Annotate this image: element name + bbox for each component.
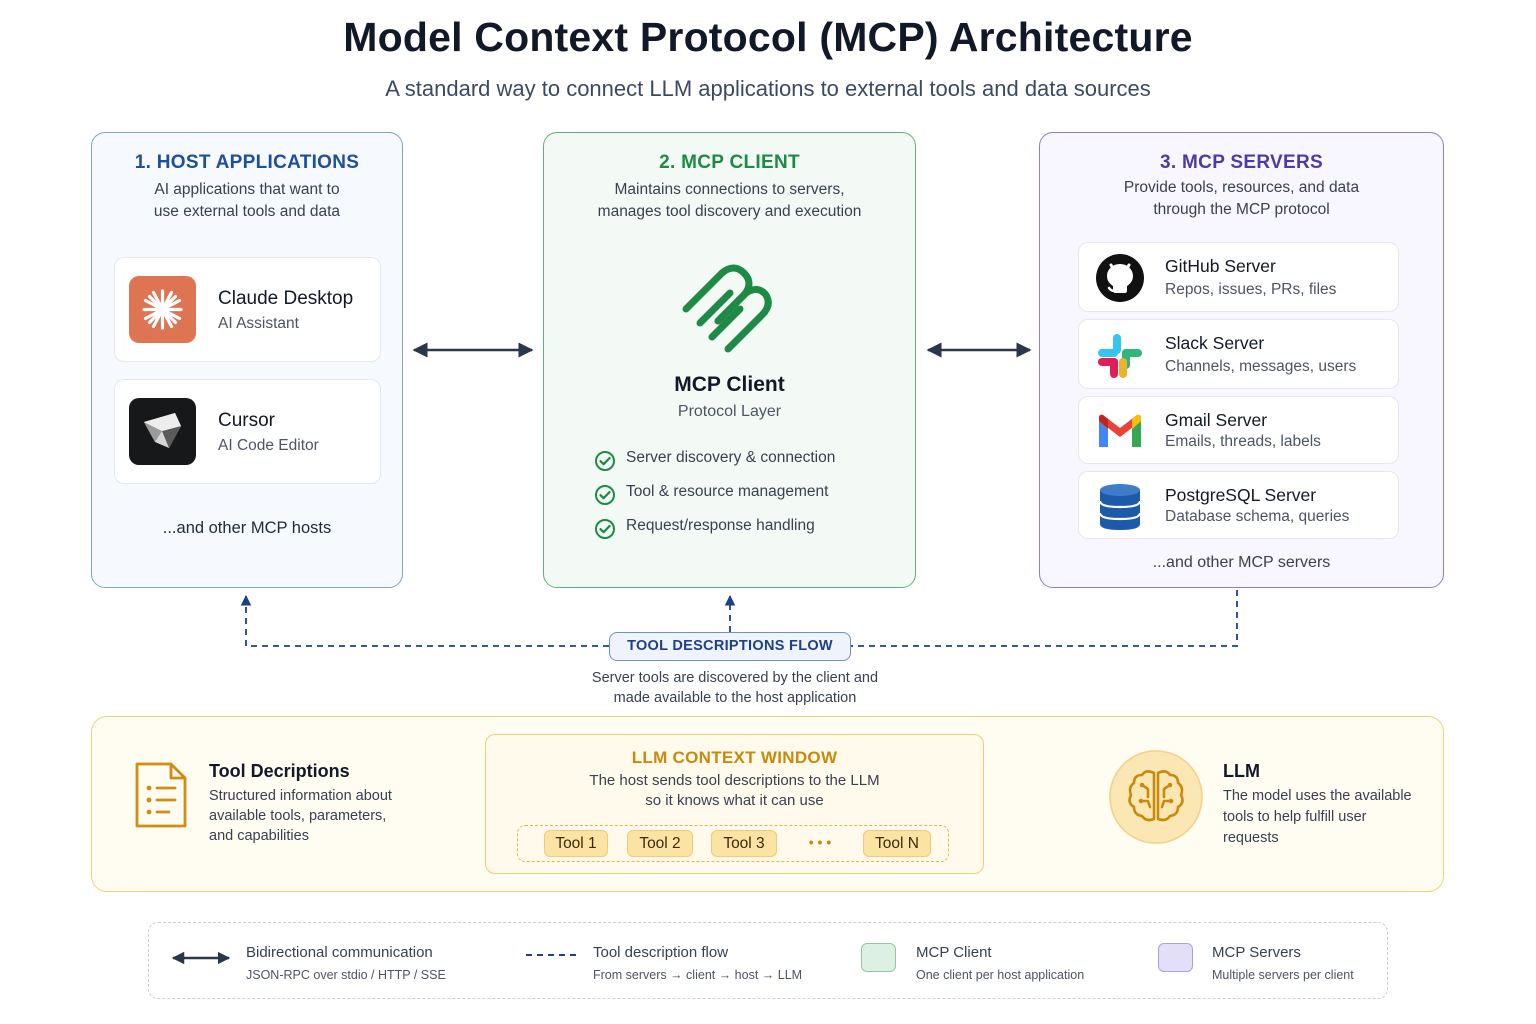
tool-descriptions-flow-badge: TOOL DESCRIPTIONS FLOW: [609, 632, 851, 661]
tool-chip: Tool N: [863, 830, 931, 857]
tool-chip: Tool 1: [544, 830, 608, 857]
client-feature-label: Server discovery & connection: [626, 449, 836, 466]
check-circle-icon: [595, 451, 615, 471]
legend-subtitle: From servers → client → host → LLM: [593, 968, 803, 982]
host-panel-desc-2: use external tools and data: [153, 203, 341, 220]
server-subtitle: Channels, messages, users: [1165, 358, 1357, 375]
mcp-client-swatch: [861, 943, 896, 972]
client-name: MCP Client: [674, 373, 785, 396]
mcp-client-panel: 2. MCP CLIENT Maintains connections to s…: [543, 132, 916, 588]
client-feature-label: Request/response handling: [626, 517, 815, 534]
page-title: Model Context Protocol (MCP) Architectur…: [343, 14, 1193, 60]
github-icon: [1095, 253, 1145, 303]
tool-desc-line: Structured information about: [209, 788, 392, 804]
tool-ellipsis: • • •: [808, 834, 832, 850]
server-card-gmail[interactable]: Gmail Server Emails, threads, labels: [1078, 396, 1399, 464]
check-circle-icon: [595, 519, 615, 539]
server-card-slack[interactable]: Slack Server Channels, messages, users: [1078, 319, 1399, 389]
context-title: LLM CONTEXT WINDOW: [631, 748, 838, 767]
client-feature-item: Tool & resource management: [594, 481, 894, 505]
page-subtitle: A standard way to connect LLM applicatio…: [385, 76, 1151, 101]
servers-panel-title: 3. MCP SERVERS: [1160, 152, 1323, 173]
mcp-logo-icon: [678, 263, 774, 359]
gmail-icon: [1095, 407, 1145, 457]
client-feature-label: Tool & resource management: [626, 483, 829, 500]
host-app-subtitle: AI Assistant: [218, 315, 299, 332]
client-panel-desc-1: Maintains connections to servers,: [614, 181, 845, 198]
llm-desc-line: requests: [1223, 830, 1279, 846]
client-panel-title: 2. MCP CLIENT: [659, 152, 800, 173]
context-desc-1: The host sends tool descriptions to the …: [589, 772, 880, 789]
tool-desc-text: Structured information about available t…: [209, 786, 392, 846]
tool-desc-line: and capabilities: [209, 828, 309, 844]
tool-list-strip: [517, 825, 949, 862]
check-circle-icon: [595, 485, 615, 505]
legend: Bidirectional communication JSON-RPC ove…: [148, 922, 1388, 999]
legend-subtitle: One client per host application: [916, 968, 1085, 982]
flow-description: Server tools are discovered by the clien…: [535, 668, 935, 708]
mcp-servers-panel: 3. MCP SERVERS Provide tools, resources,…: [1039, 132, 1444, 588]
host-more-text: ...and other MCP hosts: [162, 519, 332, 537]
servers-panel-desc-1: Provide tools, resources, and data: [1123, 179, 1360, 196]
flow-line-servers: [851, 590, 1238, 647]
context-desc-2: so it knows what it can use: [645, 792, 824, 809]
legend-title: Tool description flow: [593, 944, 729, 961]
server-subtitle: Emails, threads, labels: [1165, 433, 1321, 450]
flow-desc-line-1: Server tools are discovered by the clien…: [591, 670, 879, 686]
host-card-cursor[interactable]: Cursor AI Code Editor: [114, 379, 381, 484]
server-subtitle: Repos, issues, PRs, files: [1165, 281, 1337, 298]
cursor-logo-icon: [129, 398, 196, 465]
server-name: Gmail Server: [1165, 410, 1268, 430]
mcp-servers-swatch: [1158, 943, 1193, 972]
host-card-claude[interactable]: Claude Desktop AI Assistant: [114, 257, 381, 362]
document-list-icon: [133, 760, 189, 830]
flow-line-host: [240, 594, 609, 647]
dashed-line-icon: [526, 954, 578, 956]
legend-subtitle: JSON-RPC over stdio / HTTP / SSE: [246, 968, 446, 982]
llm-title: LLM: [1223, 761, 1260, 781]
host-applications-panel: 1. HOST APPLICATIONS AI applications tha…: [91, 132, 403, 588]
bidirectional-arrow-icon: [171, 951, 231, 965]
server-subtitle: Database schema, queries: [1165, 508, 1350, 525]
server-name: Slack Server: [1165, 333, 1265, 353]
tool-desc-line: available tools, parameters,: [209, 808, 387, 824]
brain-icon: [1108, 749, 1204, 845]
host-app-name: Claude Desktop: [218, 288, 354, 309]
legend-title: Bidirectional communication: [246, 944, 433, 961]
tool-desc-title: Tool Decriptions: [209, 761, 350, 781]
client-feature-item: Request/response handling: [594, 515, 894, 539]
host-panel-desc-1: AI applications that want to: [154, 181, 340, 198]
host-panel-title: 1. HOST APPLICATIONS: [134, 152, 360, 173]
servers-more-text: ...and other MCP servers: [1152, 554, 1331, 571]
llm-desc-line: tools to help fulfill user: [1223, 809, 1367, 825]
client-feature-item: Server discovery & connection: [594, 447, 894, 471]
legend-title: MCP Client: [916, 944, 992, 961]
tool-chip: Tool 3: [711, 830, 777, 857]
client-panel-desc-2: manages tool discovery and execution: [597, 203, 862, 220]
llm-desc-line: The model uses the available: [1223, 788, 1412, 804]
legend-title: MCP Servers: [1212, 944, 1301, 961]
slack-icon: [1095, 331, 1145, 381]
client-layer: Protocol Layer: [677, 403, 782, 420]
server-name: PostgreSQL Server: [1165, 485, 1317, 505]
legend-subtitle: Multiple servers per client: [1212, 968, 1354, 982]
llm-desc: The model uses the available tools to he…: [1223, 786, 1412, 849]
server-card-postgresql[interactable]: PostgreSQL Server Database schema, queri…: [1078, 471, 1399, 539]
flow-desc-line-2: made available to the host application: [613, 690, 857, 706]
database-icon: [1097, 482, 1143, 532]
server-card-github[interactable]: GitHub Server Repos, issues, PRs, files: [1078, 242, 1399, 312]
tool-chip: Tool 2: [627, 830, 693, 857]
servers-panel-desc-2: through the MCP protocol: [1153, 201, 1330, 218]
claude-logo-icon: [129, 276, 196, 343]
host-app-subtitle: AI Code Editor: [218, 437, 319, 454]
server-name: GitHub Server: [1165, 256, 1276, 276]
host-app-name: Cursor: [218, 410, 276, 431]
